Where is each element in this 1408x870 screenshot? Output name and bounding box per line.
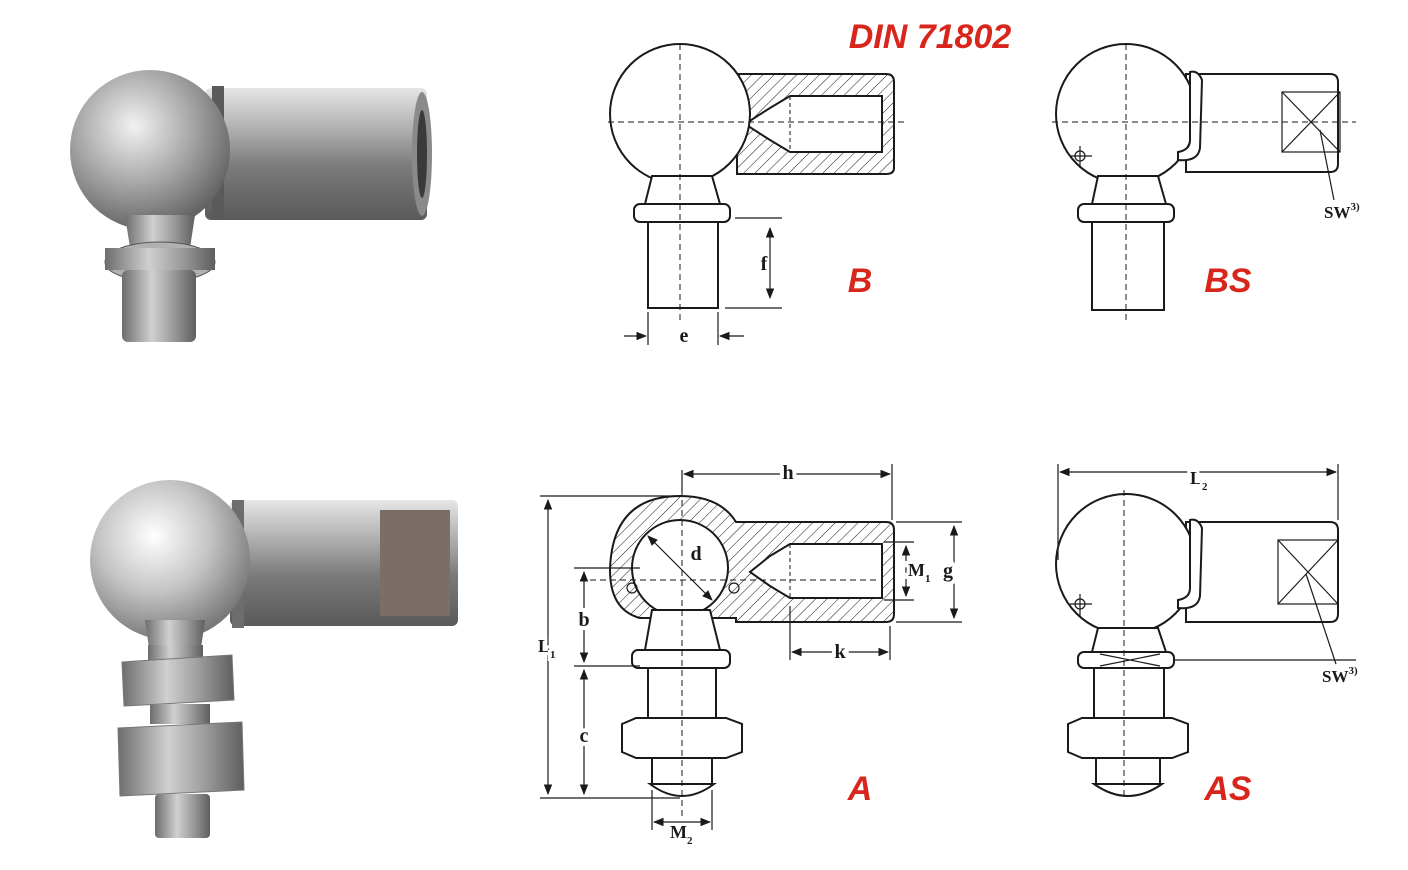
dim-m1: M1 (908, 560, 931, 585)
variant-label-bs: BS (1204, 262, 1252, 300)
dim-g: g (943, 560, 953, 582)
drawing-b (608, 43, 908, 345)
dim-c: c (580, 725, 589, 747)
product-photo-b (70, 70, 432, 342)
dim-b: b (578, 609, 589, 631)
variant-label-as: AS (1203, 770, 1252, 808)
variant-label-b: B (848, 262, 873, 300)
dim-sw-bottom: SW3) (1322, 665, 1358, 686)
dim-f: f (761, 253, 768, 275)
dim-k: k (834, 641, 846, 663)
dim-h: h (782, 462, 793, 484)
drawing-as (1055, 464, 1356, 800)
drawing-bs (1052, 43, 1356, 320)
variant-label-a: A (847, 770, 873, 808)
drawing-a (540, 464, 962, 830)
product-photo-a (90, 480, 458, 838)
dim-m2: M2 (670, 822, 693, 847)
page-title: DIN 71802 (849, 18, 1012, 56)
dim-sw-top: SW3) (1324, 201, 1360, 222)
dim-l1: L1 (538, 636, 556, 661)
dim-e: e (680, 325, 689, 347)
dim-d: d (690, 543, 701, 565)
